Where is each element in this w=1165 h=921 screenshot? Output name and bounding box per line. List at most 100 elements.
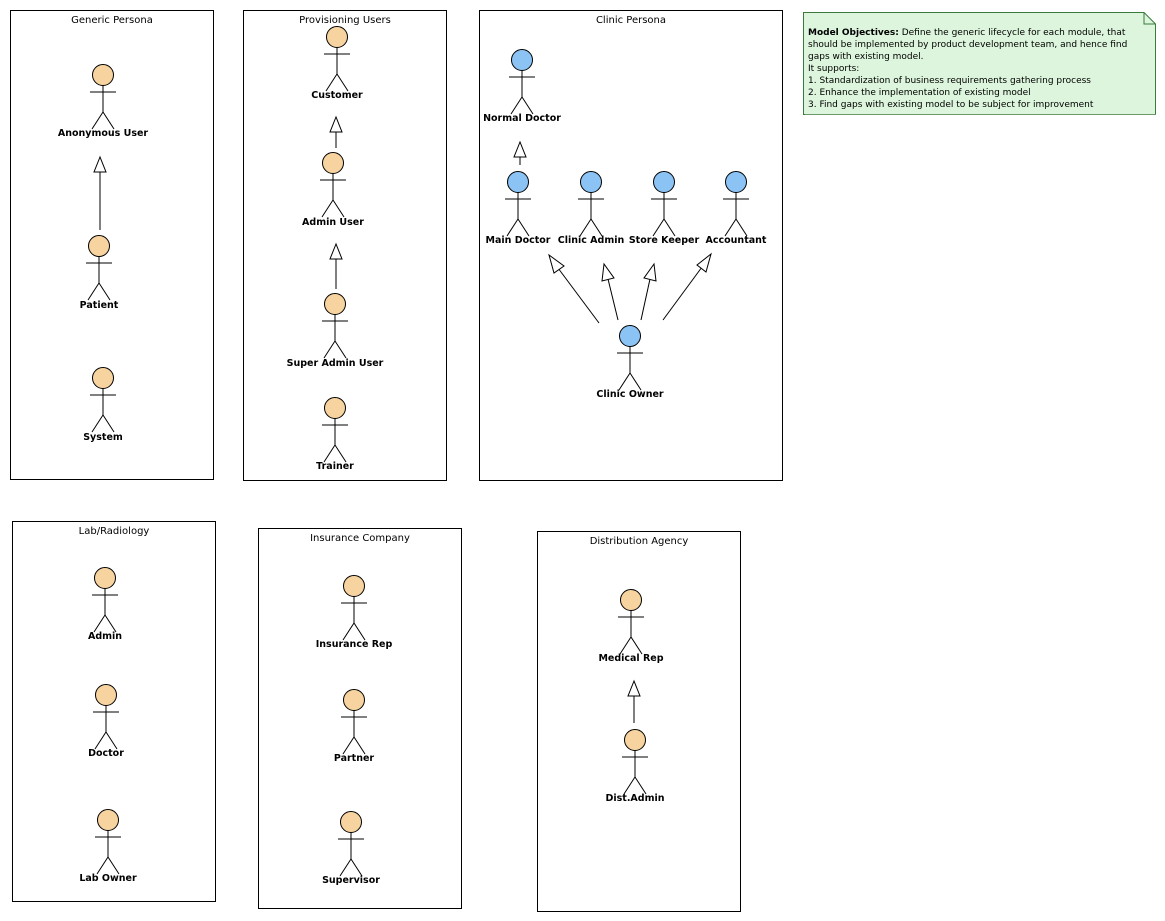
actor-limb: [506, 218, 519, 237]
actor-normal-doctor[interactable]: [509, 49, 535, 115]
actor-label-lab-doctor: Doctor: [88, 748, 124, 759]
actor-label-anonymous-user: Anonymous User: [57, 128, 149, 139]
actor-head-icon: [322, 152, 344, 174]
actor-limb: [619, 636, 632, 655]
actor-patient[interactable]: [86, 235, 112, 301]
actor-supervisor[interactable]: [338, 811, 364, 877]
actor-label-customer: Customer: [311, 90, 363, 101]
model-objectives-note[interactable]: Model Objectives: Define the generic lif…: [803, 12, 1156, 115]
actor-lab-admin[interactable]: [92, 567, 118, 633]
generalization-owner-to-maindoctor[interactable]: [548, 253, 600, 324]
actors-layer: [86, 26, 749, 877]
actor-limb: [98, 282, 111, 301]
actor-limb: [339, 858, 352, 877]
actor-accountant[interactable]: [723, 171, 749, 237]
package-title: Generic Persona: [71, 15, 153, 26]
actor-label-main-doctor: Main Doctor: [485, 235, 551, 246]
actor-label-clinic-owner: Clinic Owner: [596, 389, 664, 400]
actor-dist-admin[interactable]: [622, 729, 648, 795]
actor-limb: [334, 340, 347, 359]
package-provisioning-users[interactable]: Provisioning Users: [243, 10, 447, 481]
actor-limb: [724, 218, 737, 237]
actor-clinic-owner[interactable]: [617, 325, 643, 391]
actor-limb: [634, 776, 647, 795]
actor-limb: [321, 199, 334, 218]
generalization-distadmin-to-medicalrep[interactable]: [627, 679, 641, 723]
generalization-patient-to-anonymous[interactable]: [93, 155, 107, 230]
actor-head-icon: [507, 171, 529, 193]
actor-super-admin-user[interactable]: [322, 293, 348, 359]
generalization-maindoctor-to-normaldoctor[interactable]: [513, 140, 527, 165]
actor-clinic-admin[interactable]: [578, 171, 604, 237]
generalization-superadmin-to-admin[interactable]: [329, 242, 343, 289]
actor-label-system: System: [83, 432, 123, 443]
actor-limb: [510, 96, 523, 115]
package-clinic-persona[interactable]: Clinic Persona: [479, 10, 783, 481]
actor-limb: [91, 111, 104, 130]
actor-limb: [579, 218, 592, 237]
actor-limb: [663, 218, 676, 237]
actor-limb: [96, 856, 109, 875]
note-intro-line: Model Objectives: Define the generic lif…: [808, 27, 1148, 63]
note-item-1: 1. Standardization of business requireme…: [808, 76, 1091, 86]
actor-trainer[interactable]: [322, 397, 348, 463]
actor-limb: [102, 111, 115, 130]
actor-limb: [94, 731, 107, 750]
actor-lab-doctor[interactable]: [93, 684, 119, 750]
actor-label-normal-doctor: Normal Doctor: [483, 113, 561, 124]
actor-head-icon: [97, 809, 119, 831]
note-text: Model Objectives: Define the generic lif…: [808, 27, 1148, 111]
actor-head-icon: [725, 171, 747, 193]
actor-limb: [342, 622, 355, 641]
actor-label-super-admin-user: Super Admin User: [286, 358, 384, 369]
actor-label-store-keeper: Store Keeper: [628, 235, 700, 246]
actor-anonymous-user[interactable]: [90, 64, 116, 130]
package-title: Lab/Radiology: [78, 526, 150, 537]
actor-limb: [323, 444, 336, 463]
actor-medical-rep[interactable]: [618, 589, 644, 655]
actor-label-lab-owner: Lab Owner: [79, 873, 137, 884]
actor-head-icon: [653, 171, 675, 193]
actor-limb: [332, 199, 345, 218]
actor-label-patient: Patient: [79, 300, 119, 311]
actor-limb: [342, 736, 355, 755]
note-supports: It supports:: [808, 64, 860, 74]
actor-admin-user[interactable]: [320, 152, 346, 218]
note-heading: Model Objectives:: [808, 28, 899, 38]
actor-system[interactable]: [90, 367, 116, 433]
actor-store-keeper[interactable]: [651, 171, 677, 237]
actor-insurance-rep[interactable]: [341, 575, 367, 641]
generalization-owner-to-clinicadmin[interactable]: [601, 262, 619, 321]
actor-limb: [105, 731, 118, 750]
note-item-3: 3. Find gaps with existing model to be s…: [808, 100, 1094, 110]
actor-limb: [107, 856, 120, 875]
actor-limb: [517, 218, 530, 237]
package-generic-persona[interactable]: Generic Persona: [10, 10, 214, 480]
package-insurance-company[interactable]: Insurance Company: [258, 528, 462, 909]
actor-label-insurance-rep: Insurance Rep: [315, 639, 393, 650]
actor-limb: [590, 218, 603, 237]
actor-limb: [102, 414, 115, 433]
actor-limb: [353, 736, 366, 755]
actor-customer[interactable]: [324, 26, 350, 92]
actor-limb: [325, 73, 338, 92]
package-title: Clinic Persona: [595, 15, 667, 26]
actor-limb: [630, 636, 643, 655]
generalization-owner-to-storekeeper[interactable]: [640, 262, 657, 321]
actor-main-doctor[interactable]: [505, 171, 531, 237]
generalization-admin-to-customer[interactable]: [329, 115, 343, 148]
actor-lab-owner[interactable]: [95, 809, 121, 875]
actor-limb: [629, 372, 642, 391]
actor-head-icon: [619, 325, 641, 347]
package-title: Distribution Agency: [589, 536, 689, 547]
actor-limb: [91, 414, 104, 433]
actor-label-supervisor: Supervisor: [322, 875, 380, 886]
actor-limb: [334, 444, 347, 463]
actor-label-medical-rep: Medical Rep: [598, 653, 664, 664]
actor-limb: [618, 372, 631, 391]
actor-label-partner: Partner: [333, 753, 375, 764]
actor-head-icon: [343, 689, 365, 711]
actor-label-admin-user: Admin User: [302, 217, 364, 228]
generalization-owner-to-accountant[interactable]: [662, 252, 712, 321]
actor-partner[interactable]: [341, 689, 367, 755]
